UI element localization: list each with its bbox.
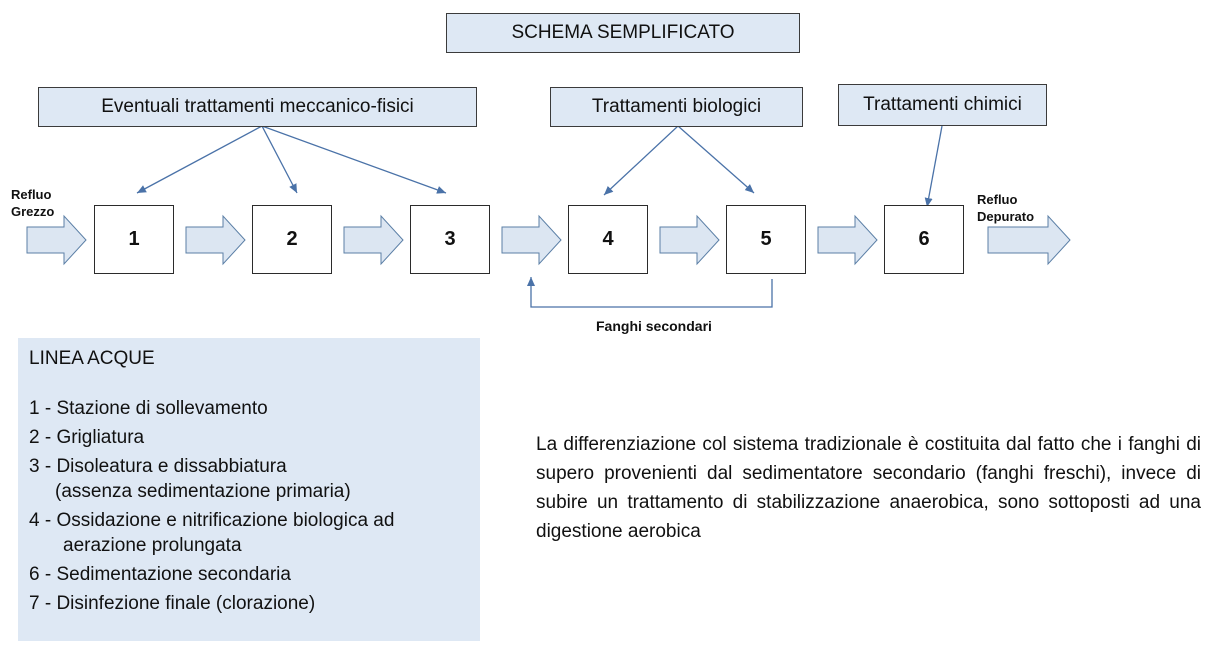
legend-item: 4 - Ossidazione e nitrificazione biologi… [29, 510, 395, 531]
step-box-1: 1 [94, 205, 174, 274]
diagram-title: SCHEMA SEMPLIFICATO [446, 13, 800, 53]
flow-arrow-1-2 [185, 214, 246, 266]
input-label-line1: Refluo [11, 187, 52, 202]
block-arrows [26, 214, 1071, 266]
flow-arrow-3-4 [501, 214, 562, 266]
step-box-2: 2 [252, 205, 332, 274]
recycle-label: Fanghi secondari [596, 318, 712, 334]
legend-item: aerazione prolungata [63, 535, 242, 556]
legend-item: 2 - Grigliatura [29, 427, 145, 448]
flow-arrow-4-5 [659, 214, 720, 266]
biological-treatments-label: Trattamenti biologici [550, 87, 803, 127]
connector-chem-to-6 [924, 125, 943, 208]
sludge-recycle-line [527, 277, 773, 308]
connector-bio-to-5 [677, 125, 755, 194]
step-box-3: 3 [410, 205, 490, 274]
output-label-line2: Depurato [977, 209, 1035, 224]
input-label-line2: Grezzo [11, 204, 55, 219]
output-label: Refluo Depurato [977, 191, 1034, 225]
connector-mech-to-3 [261, 125, 447, 194]
water-line-legend: LINEA ACQUE 1 - Stazione di sollevamento… [18, 338, 480, 641]
connector-bio-to-4 [603, 125, 679, 196]
connector-mech-to-1 [136, 125, 263, 194]
flow-arrow-2-3 [343, 214, 404, 266]
legend-item: (assenza sedimentazione primaria) [55, 481, 351, 502]
chemical-treatments-label: Trattamenti chimici [838, 84, 1047, 126]
connector-mech-to-2 [261, 125, 298, 194]
input-label: Refluo Grezzo [11, 186, 54, 220]
flow-arrow-out [987, 214, 1071, 266]
flow-arrow-in [26, 214, 87, 266]
step-box-5: 5 [726, 205, 806, 274]
legend-item: 3 - Disoleatura e dissabbiatura [29, 456, 287, 477]
output-label-line1: Refluo [977, 192, 1018, 207]
step-box-4: 4 [568, 205, 648, 274]
legend-item: 7 - Disinfezione finale (clorazione) [29, 593, 316, 614]
legend-item: 6 - Sedimentazione secondaria [29, 564, 291, 585]
legend-title: LINEA ACQUE [29, 348, 155, 369]
flow-arrow-5-6 [817, 214, 878, 266]
mechanical-treatments-label: Eventuali trattamenti meccanico-fisici [38, 87, 477, 127]
description-text: La differenziazione col sistema tradizio… [536, 434, 1201, 542]
step-box-6: 6 [884, 205, 964, 274]
connector-lines [136, 125, 943, 308]
legend-item: 1 - Stazione di sollevamento [29, 398, 268, 419]
